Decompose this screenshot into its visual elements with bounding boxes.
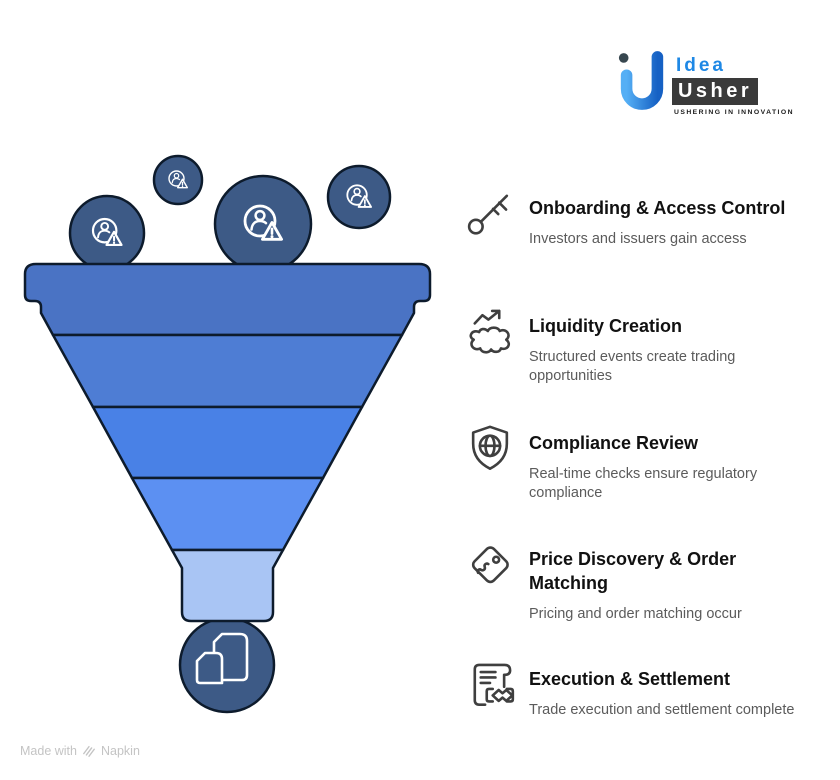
shield-globe-icon bbox=[465, 423, 515, 473]
step-compliance: Compliance Review Real-time checks ensur… bbox=[465, 423, 817, 502]
key-icon bbox=[465, 188, 515, 238]
step-title: Liquidity Creation bbox=[529, 316, 682, 336]
documents-icon bbox=[195, 632, 249, 685]
liquidity-growth-icon bbox=[465, 306, 515, 356]
step-desc: Real-time checks ensure regulatory compl… bbox=[529, 466, 758, 501]
idea-usher-logo: Idea Usher USHERING IN INNOVATION bbox=[616, 50, 794, 116]
step-desc: Investors and issuers gain access bbox=[529, 231, 747, 247]
step-title: Compliance Review bbox=[529, 433, 699, 453]
step-liquidity: Liquidity Creation Structured events cre… bbox=[465, 306, 817, 385]
step-title: Price Discovery & Order Matching bbox=[529, 549, 737, 593]
intake-bubble bbox=[152, 154, 204, 206]
funnel-section-4 bbox=[130, 476, 325, 552]
contract-handshake-icon bbox=[465, 659, 515, 709]
intake-bubble bbox=[213, 174, 313, 274]
step-execution: Execution & Settlement Trade execution a… bbox=[465, 659, 817, 720]
step-price-discovery: Price Discovery & Order Matching Pricing… bbox=[465, 539, 817, 624]
funnel-section-2 bbox=[51, 333, 404, 409]
funnel-section-1 bbox=[23, 262, 432, 337]
logo-tagline: USHERING IN INNOVATION bbox=[673, 109, 794, 116]
step-onboarding: Onboarding & Access Control Investors an… bbox=[465, 188, 817, 249]
output-bubble bbox=[178, 616, 276, 714]
step-title: Onboarding & Access Control bbox=[529, 198, 786, 218]
made-with-text: Made with bbox=[20, 744, 77, 758]
funnel-spout bbox=[170, 548, 285, 623]
funnel-section-3 bbox=[91, 405, 364, 480]
logo-idea-text: Idea bbox=[675, 55, 727, 76]
funnel-diagram bbox=[23, 154, 432, 714]
price-tag-icon bbox=[465, 539, 515, 589]
napkin-logo-icon bbox=[83, 745, 95, 757]
step-desc: Trade execution and settlement complete bbox=[529, 702, 795, 718]
intake-bubble bbox=[68, 194, 146, 272]
napkin-brand-text: Napkin bbox=[100, 744, 140, 758]
step-desc: Structured events create trading opportu… bbox=[529, 349, 736, 384]
logo-usher-text: Usher bbox=[671, 78, 759, 105]
intake-bubble bbox=[326, 164, 392, 230]
idea-usher-mark-icon bbox=[618, 51, 664, 110]
made-with-napkin: Made with Napkin bbox=[20, 744, 140, 758]
step-desc: Pricing and order matching occur bbox=[529, 606, 742, 622]
step-title: Execution & Settlement bbox=[529, 669, 731, 689]
